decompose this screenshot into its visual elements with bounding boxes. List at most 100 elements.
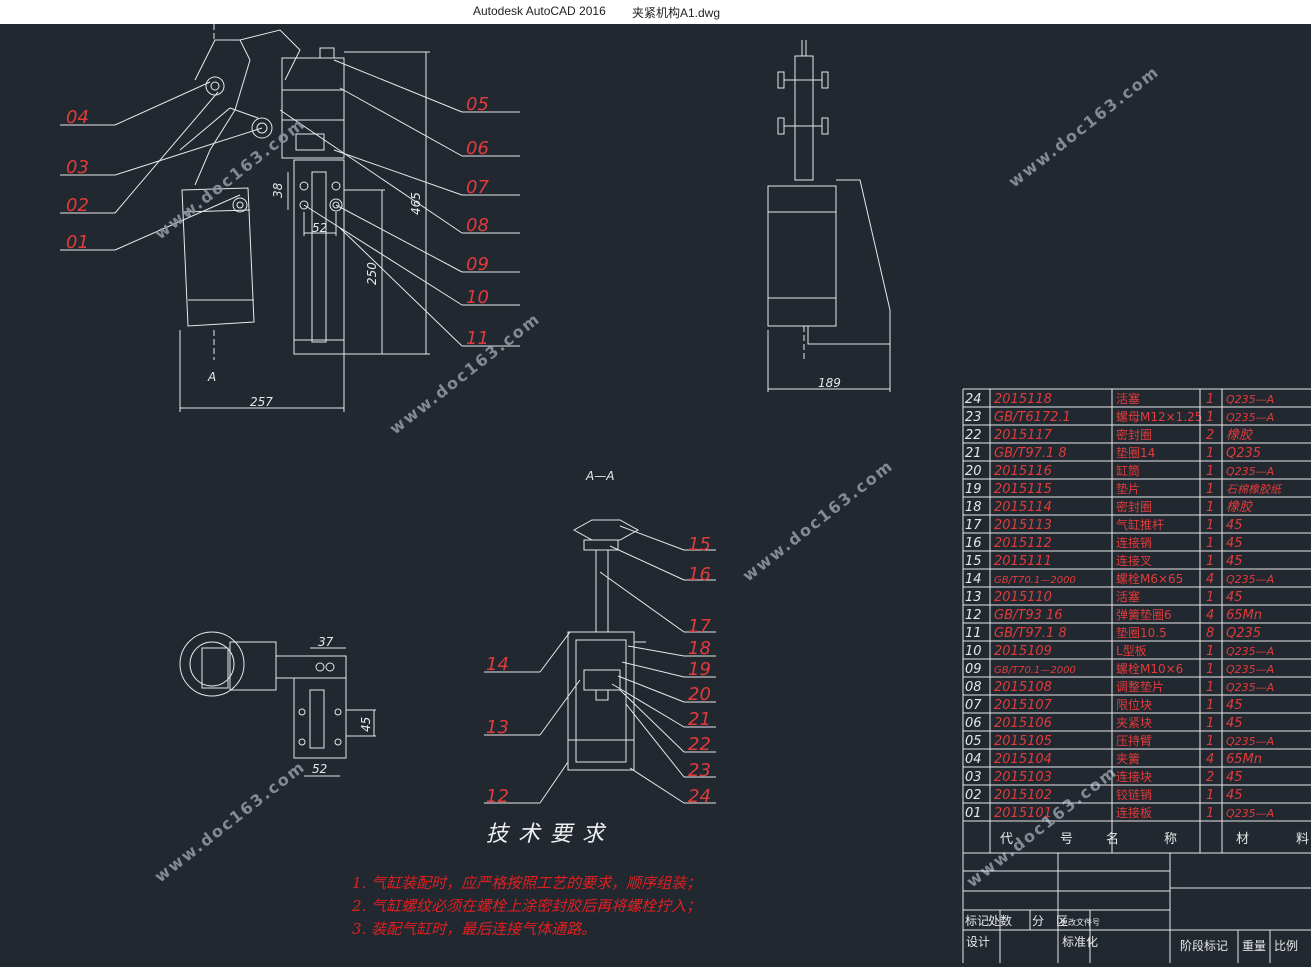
dim-45: 45 — [359, 717, 373, 732]
watermark: www.doc163.com — [386, 309, 544, 438]
bom-row-no: 13 — [965, 590, 982, 605]
bom-row-no: 01 — [965, 806, 982, 821]
main-view-dimensions: 465 38 52 250 257 A — [207, 182, 423, 409]
bom-header-code: 号 — [1060, 832, 1073, 847]
bom-row-name: 螺栓M6×65 — [1116, 571, 1183, 586]
bom-row-qty: 1 — [1206, 464, 1214, 479]
main-view-balloons: 01 02 03 04 05 06 07 08 09 10 11 — [66, 94, 489, 349]
bom-row-code: 2015102 — [994, 788, 1052, 803]
bom-row-qty: 1 — [1206, 680, 1214, 695]
bom-row-name: 调整垫片 — [1116, 679, 1164, 694]
drawing-canvas[interactable]: 01 02 03 04 05 06 07 08 09 10 11 465 38 … — [0, 24, 1311, 963]
bom-row-material: 45 — [1226, 770, 1243, 785]
bom-row-no: 09 — [965, 662, 982, 677]
bom-row-code: 2015117 — [994, 428, 1053, 443]
balloon: 23 — [688, 760, 711, 781]
bom-row-name: 垫圈10.5 — [1116, 625, 1167, 640]
bom-row-code: 2015104 — [994, 752, 1052, 767]
bom-row-material: Q235—A — [1226, 645, 1274, 658]
bom-row-code: 2015113 — [994, 518, 1052, 533]
title-block-count: 处数 — [988, 913, 1012, 928]
bom-row-material: Q235—A — [1226, 681, 1274, 694]
balloon: 07 — [466, 177, 489, 198]
bom-row-code: 2015107 — [994, 698, 1053, 713]
watermark: www.doc163.com — [151, 757, 309, 886]
section-view — [484, 519, 716, 804]
bom-row-code: 2015110 — [994, 590, 1052, 605]
cad-drawing[interactable]: 01 02 03 04 05 06 07 08 09 10 11 465 38 … — [0, 24, 1311, 963]
bom-row-qty: 4 — [1206, 752, 1214, 767]
bom-row-code: 2015116 — [994, 464, 1052, 479]
bom-row-code: GB/T6172.1 — [994, 410, 1071, 425]
bom-row-qty: 1 — [1206, 410, 1214, 425]
bom-row-name: 连接叉 — [1116, 553, 1152, 568]
bom-row-no: 17 — [965, 518, 982, 533]
window-titlebar: Autodesk AutoCAD 2016 夹紧机构A1.dwg — [0, 0, 1311, 25]
bom-row-qty: 1 — [1206, 446, 1214, 461]
balloon: 14 — [486, 654, 509, 675]
bom-row-material: Q235—A — [1226, 807, 1274, 820]
balloon: 17 — [688, 616, 711, 637]
bom-row-code: 2015108 — [994, 680, 1052, 695]
bom-row-name: 螺栓M10×6 — [1116, 661, 1183, 676]
bom-row-material: 橡胶 — [1226, 428, 1254, 443]
balloon: 10 — [466, 287, 489, 308]
bom-row-no: 11 — [965, 626, 982, 641]
bom-header-name: 称 — [1164, 832, 1177, 847]
bom-row-no: 21 — [965, 446, 982, 461]
dim-38: 38 — [271, 182, 285, 198]
bom-row-material: 45 — [1226, 698, 1243, 713]
balloon: 11 — [466, 328, 489, 349]
bom-row-name: 缸筒 — [1116, 463, 1140, 478]
bom-row-name: 密封圈 — [1116, 427, 1152, 442]
bom-row-qty: 1 — [1206, 518, 1214, 533]
bom-row-material: 橡胶 — [1226, 500, 1254, 515]
tech-note-1: 1. 气缸装配时，应严格按照工艺的要求，顺序组装； — [352, 874, 702, 892]
bom-row-qty: 1 — [1206, 500, 1214, 515]
bom-row-name: 密封圈 — [1116, 499, 1152, 514]
bom-row-qty: 1 — [1206, 806, 1214, 821]
bom-row-name: 限位块 — [1116, 697, 1152, 712]
dim-189: 189 — [818, 376, 841, 390]
bom-row-name: 夹紧块 — [1116, 716, 1152, 730]
title-block-doc: 更改文件号 — [1060, 917, 1100, 927]
bom-row-qty: 1 — [1206, 392, 1214, 407]
bom-row-code: 2015118 — [994, 392, 1052, 407]
title-block-mark: 标记 — [965, 914, 989, 928]
title-block-design: 设计 — [966, 935, 990, 949]
bom-row-code: 2015112 — [994, 536, 1052, 551]
bom-row-material: Q235—A — [1226, 663, 1274, 676]
bom-row-name: 夹簧 — [1116, 751, 1140, 766]
balloon: 22 — [688, 734, 711, 755]
bom-row-code: 2015111 — [994, 554, 1052, 569]
bom-row-no: 23 — [965, 410, 982, 425]
bom-row-material: 45 — [1226, 518, 1243, 533]
bom-row-name: 连接销 — [1116, 535, 1152, 550]
balloon: 19 — [688, 659, 711, 680]
bom-row-no: 22 — [965, 428, 982, 443]
file-name: 夹紧机构A1.dwg — [632, 6, 721, 20]
section-balloons: 12 13 14 15 16 17 18 19 20 21 22 23 24 — [486, 534, 711, 807]
bom-row-no: 24 — [965, 392, 982, 407]
bom-row-no: 06 — [965, 716, 982, 731]
bom-row-no: 12 — [965, 608, 982, 623]
bom-row-code: GB/T70.1—2000 — [994, 665, 1076, 676]
tech-requirements-title: 技术要求 — [486, 822, 615, 847]
bom-row-no: 16 — [965, 536, 982, 551]
bom-row-qty: 1 — [1206, 644, 1214, 659]
balloon: 20 — [688, 684, 711, 705]
dim-465: 465 — [409, 192, 423, 215]
bom-row-name: 铰链销 — [1116, 787, 1152, 802]
bom-row-no: 08 — [965, 680, 982, 695]
bom-row-no: 19 — [965, 482, 982, 497]
bom-row-material: 45 — [1226, 716, 1243, 731]
bom-row-qty: 1 — [1206, 698, 1214, 713]
bom-row-code: GB/T93 16 — [994, 608, 1063, 623]
bom-row-name: 垫片 — [1116, 481, 1140, 496]
dim-52-top: 52 — [312, 221, 327, 235]
balloon: 24 — [688, 786, 711, 807]
bom-row-code: 2015115 — [994, 482, 1052, 497]
bom-row-material: 65Mn — [1226, 752, 1262, 767]
bom-row-code: 2015101 — [994, 806, 1052, 821]
